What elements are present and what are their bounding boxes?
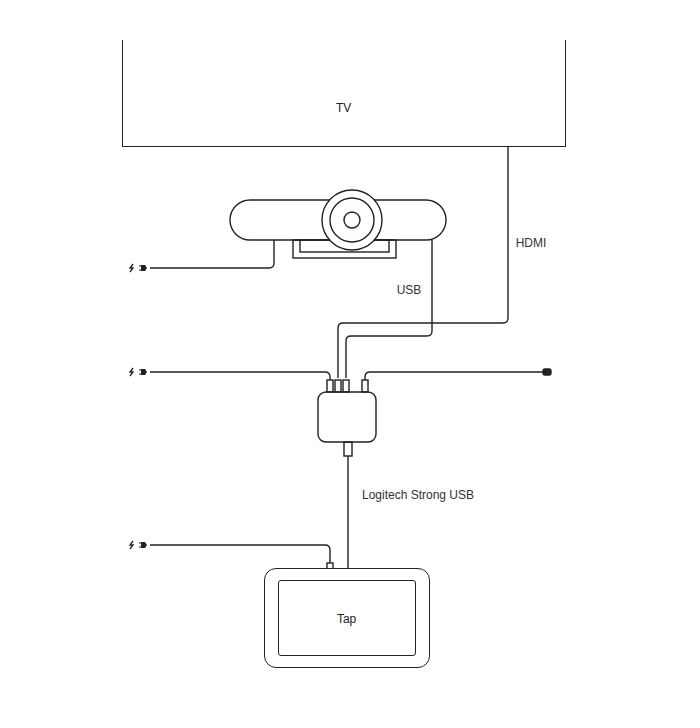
cable-label: HDMI: [514, 236, 549, 250]
usb-cable: [346, 240, 432, 378]
power-symbol: [130, 541, 147, 549]
tv-box: TV: [122, 40, 566, 147]
power-symbol: [130, 264, 147, 272]
tap-device: Tap: [264, 568, 430, 668]
cable-label: USB: [395, 283, 424, 297]
node-label: Tap: [337, 612, 356, 626]
hub-box: [318, 380, 376, 456]
hdmi-cable: [338, 146, 508, 378]
network-cable: [365, 372, 543, 380]
strong-usb-cable: [347, 456, 348, 568]
node-label: TV: [336, 101, 351, 115]
power-cable: [150, 240, 274, 268]
network-plug: [543, 369, 551, 375]
power-symbol: [130, 368, 147, 376]
cable-label: Logitech Strong USB: [360, 488, 476, 502]
power-cable: [150, 372, 330, 380]
power-cable: [150, 545, 330, 563]
camera-bar: [230, 190, 446, 258]
